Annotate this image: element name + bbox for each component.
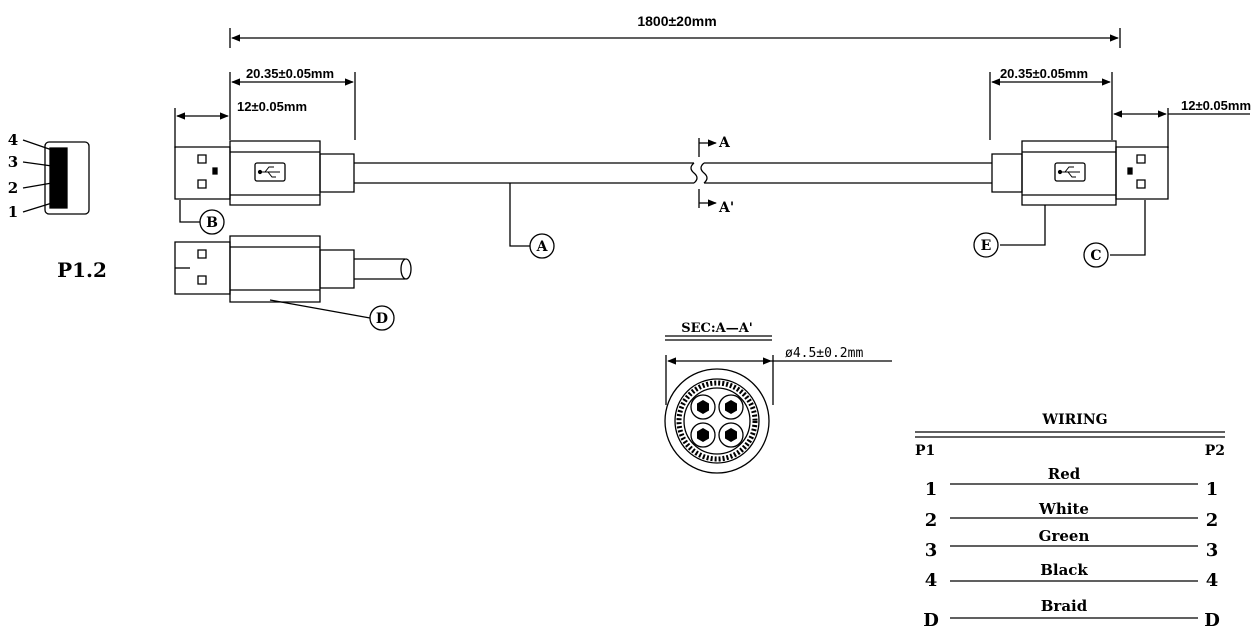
left-shell-dimension: 20.35±0.05mm: [230, 66, 355, 140]
pin-number-3: 3: [8, 153, 18, 171]
right-shell-dimension: 20.35±0.05mm: [990, 66, 1112, 140]
wiring-right-header: P2: [1205, 443, 1225, 459]
wiring-row: 4 Black 4: [925, 561, 1219, 591]
callout-e: E: [974, 205, 1045, 257]
wiring-row: 3 Green 3: [925, 527, 1219, 561]
overall-length-label: 1800±20mm: [637, 13, 716, 29]
left-plug-dimension: 12±0.05mm: [175, 99, 307, 148]
callout-c-label: C: [1090, 248, 1101, 264]
callout-b: B: [180, 200, 224, 234]
svg-text:Braid: Braid: [1041, 597, 1088, 615]
wiring-row: 1 Red 1: [925, 465, 1219, 500]
section-marker: A A': [699, 135, 734, 216]
left-plug-side-view: [175, 236, 411, 302]
callout-c: C: [1084, 200, 1145, 267]
svg-text:Red: Red: [1048, 465, 1081, 483]
svg-text:1: 1: [1206, 479, 1219, 500]
callout-a: A: [510, 183, 554, 258]
usb-logo-icon: [1058, 167, 1080, 177]
svg-text:3: 3: [925, 540, 938, 561]
svg-text:Black: Black: [1040, 561, 1088, 579]
svg-text:4: 4: [925, 570, 938, 591]
connector-name: P1.2: [57, 258, 107, 282]
svg-text:2: 2: [925, 510, 938, 531]
callout-e-label: E: [981, 238, 992, 254]
right-usb-plug: [992, 141, 1168, 205]
wiring-title: WIRING: [1041, 412, 1107, 428]
pin-number-4: 4: [8, 131, 18, 149]
section-mark-bottom: A': [718, 200, 734, 216]
wiring-left-header: P1: [915, 443, 935, 459]
callout-d: D: [270, 300, 394, 330]
svg-text:2: 2: [1206, 510, 1219, 531]
left-shell-length-label: 20.35±0.05mm: [246, 66, 334, 81]
connector-face-view: 4 3 2 1 P1.2: [8, 131, 107, 282]
section-mark-top: A: [718, 135, 731, 151]
wiring-row: 2 White 2: [925, 500, 1219, 531]
overall-length-dimension: 1800±20mm: [230, 13, 1120, 48]
section-title: SEC:A—A': [681, 321, 753, 336]
right-plug-dimension: 12±0.05mm: [1113, 98, 1251, 148]
left-usb-plug: [175, 141, 354, 205]
svg-text:3: 3: [1206, 540, 1219, 561]
pin-number-2: 2: [8, 179, 18, 197]
wiring-row: D Braid D: [923, 597, 1220, 630]
callout-d-label: D: [376, 311, 388, 327]
pin-number-1: 1: [8, 203, 18, 221]
usb-logo-icon: [258, 167, 280, 177]
svg-text:4: 4: [1206, 570, 1219, 591]
cable-body: [354, 163, 992, 183]
diameter-label: ø4.5±0.2mm: [785, 346, 863, 361]
right-plug-length-label: 12±0.05mm: [1181, 98, 1251, 113]
svg-text:Green: Green: [1039, 527, 1090, 545]
left-plug-length-label: 12±0.05mm: [237, 99, 307, 114]
cross-section: SEC:A—A' ø4.5±0.2mm: [665, 321, 892, 473]
right-shell-length-label: 20.35±0.05mm: [1000, 66, 1088, 81]
callout-a-label: A: [536, 239, 549, 255]
svg-text:D: D: [923, 610, 939, 630]
svg-text:1: 1: [925, 479, 938, 500]
callout-b-label: B: [206, 215, 218, 231]
svg-text:D: D: [1204, 610, 1220, 630]
wiring-table: WIRING P1 P2 1 Red 1 2 White 2 3 Green: [915, 412, 1225, 630]
svg-text:White: White: [1038, 500, 1089, 518]
